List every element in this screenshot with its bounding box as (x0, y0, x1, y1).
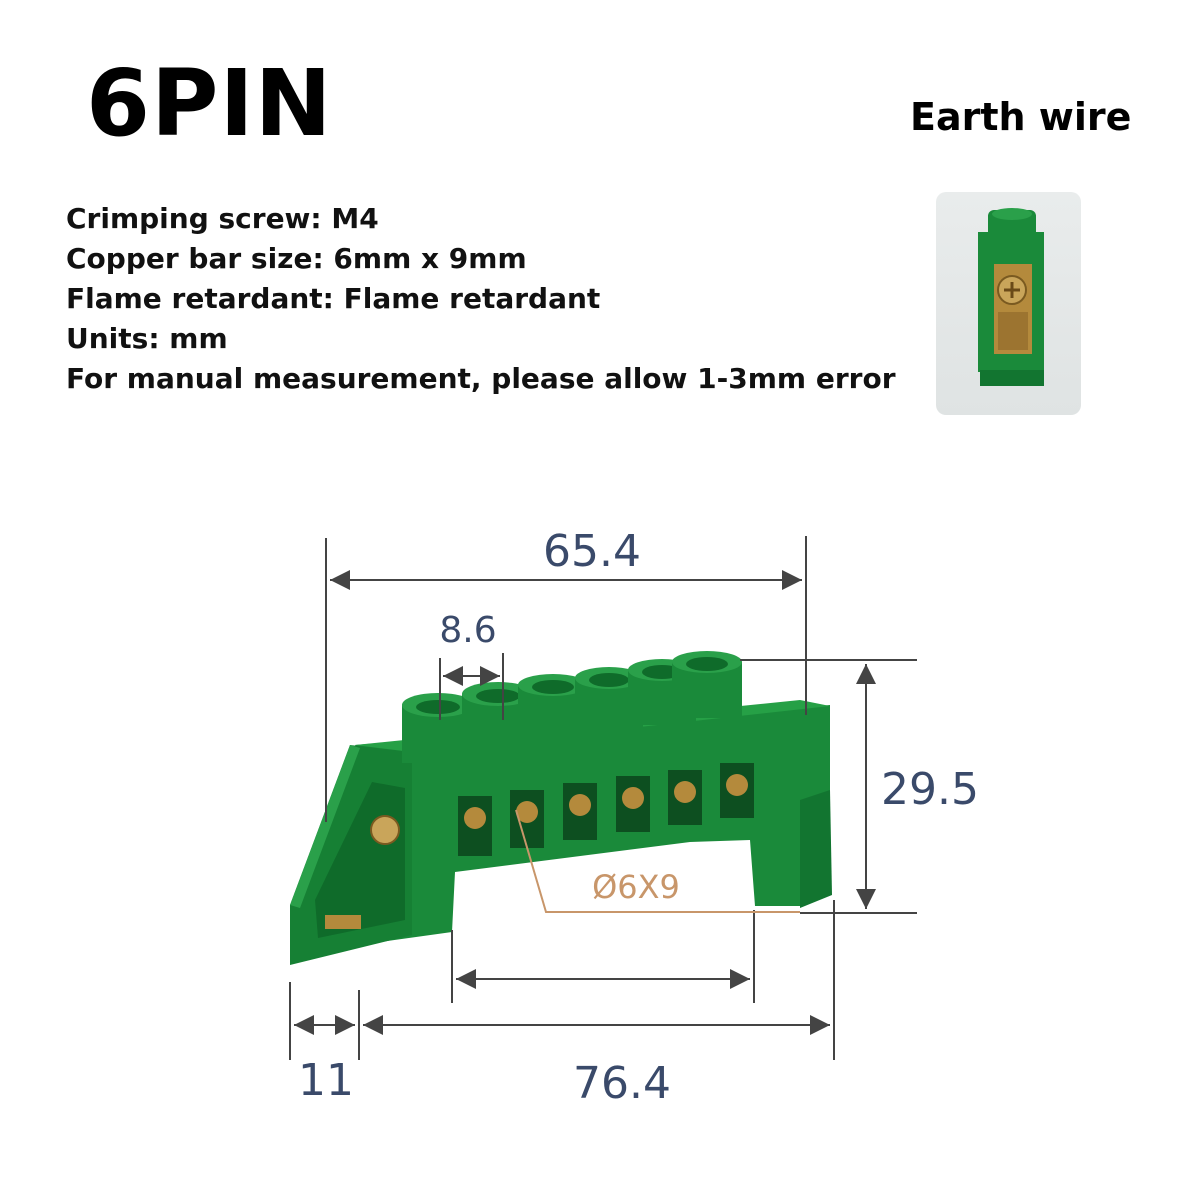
spec-item: Copper bar size: 6mm x 9mm (66, 242, 527, 275)
spec-item: Flame retardant: Flame retardant (66, 282, 601, 315)
dim-height: 29.5 (881, 764, 979, 815)
page-title: 6PIN (86, 50, 333, 157)
dim-overall-top: 65.4 (543, 526, 641, 577)
dim-overall-bottom: 76.4 (573, 1058, 671, 1109)
dimension-lines (289, 536, 917, 1060)
spec-item: For manual measurement, please allow 1-3… (66, 362, 896, 395)
terminal-bar-illustration (290, 651, 832, 965)
page-subtitle: Earth wire (910, 95, 1132, 139)
spec-item: Units: mm (66, 322, 228, 355)
spec-list: Crimping screw: M4 Copper bar size: 6mm … (66, 200, 896, 400)
spec-item: Crimping screw: M4 (66, 202, 379, 235)
dim-foot: 11 (298, 1055, 354, 1106)
dim-bar-size: Ø6X9 (592, 868, 680, 906)
earth-wire-thumbnail (936, 192, 1081, 415)
bar-size-callout (515, 809, 800, 913)
dim-pin-pitch: 8.6 (439, 610, 496, 651)
pin-towers (402, 651, 742, 763)
terminal-side-view-icon (978, 208, 1044, 386)
